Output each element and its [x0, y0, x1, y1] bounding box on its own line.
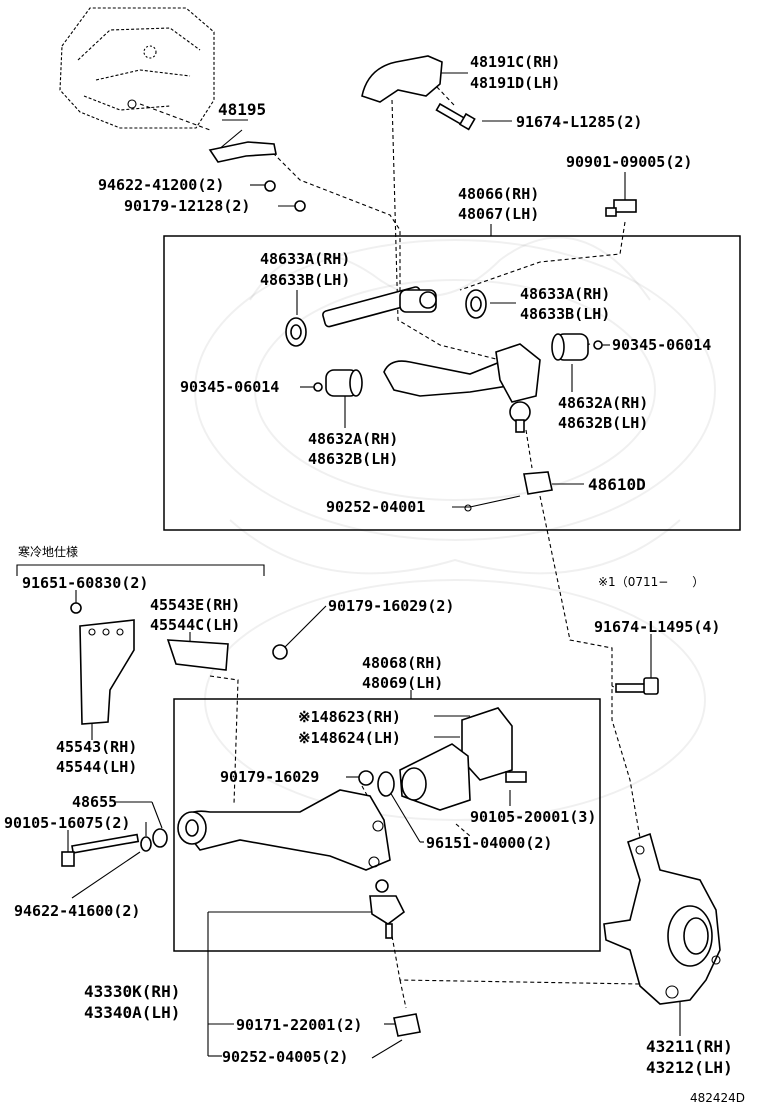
label-90179-16029-top: 90179-16029(2) [328, 597, 454, 615]
cotter-pin-90252-04005 [371, 1039, 403, 1059]
engine-block-drawing [59, 7, 215, 129]
label-43340a: 43340A(LH) [84, 1003, 180, 1022]
label-48632b-right: 48632B(LH) [558, 414, 648, 432]
label-90179-12128: 90179-12128(2) [124, 197, 250, 215]
label-94622-41200: 94622-41200(2) [98, 176, 224, 194]
label-90105-16075: 90105-16075(2) [4, 814, 130, 832]
plate-45543 [70, 602, 135, 725]
label-45544c: 45544C(LH) [150, 616, 240, 634]
label-90345-06014-left: 90345-06014 [180, 378, 279, 396]
nut-90179-16029-top [272, 644, 288, 660]
label-48191d: 48191D(LH) [470, 74, 560, 92]
label-90179-16029-mid: 90179-16029 [220, 768, 319, 786]
label-91674-l1495: 91674-L1495(4) [594, 618, 720, 636]
washer-94622-41200 [264, 180, 276, 192]
label-91651-60830: 91651-60830(2) [22, 574, 148, 592]
bracket-48191c [361, 55, 443, 103]
label-48068: 48068(RH) [362, 654, 443, 672]
label-48066: 48066(RH) [458, 185, 539, 203]
upper-arm-assembly-box [163, 235, 741, 531]
label-96151-04000: 96151-04000(2) [426, 834, 552, 852]
label-43330k: 43330K(RH) [84, 982, 180, 1001]
label-90171-22001: 90171-22001(2) [236, 1016, 362, 1034]
label-48067: 48067(LH) [458, 205, 539, 223]
label-48069: 48069(LH) [362, 674, 443, 692]
label-48633a-right: 48633A(RH) [520, 285, 610, 303]
label-90252-04001: 90252-04001 [326, 498, 425, 516]
label-94622-41600: 94622-41600(2) [14, 902, 140, 920]
label-45544: 45544(LH) [56, 758, 137, 776]
diagram-code: 482424D [690, 1091, 745, 1105]
label-43212: 43212(LH) [646, 1058, 733, 1077]
bolt-91674-l1495 [615, 677, 659, 695]
watermark-emblem [194, 236, 716, 821]
nut-90171-22001 [393, 1013, 421, 1037]
label-48610d: 48610D [588, 475, 646, 494]
nut-90179-12128 [294, 200, 306, 212]
label-45543e: 45543E(RH) [150, 596, 240, 614]
lower-control-arm-drawing [177, 707, 527, 939]
label-90345-06014-right: 90345-06014 [612, 336, 711, 354]
label-48633a-left: 48633A(RH) [260, 250, 350, 268]
label-48623: ※148623(RH) [298, 708, 401, 726]
cold-area-bracket [16, 564, 265, 576]
cold-area-spec-label: 寒冷地仕様 [18, 544, 78, 559]
label-48632a-right: 48632A(RH) [558, 394, 648, 412]
label-43211: 43211(RH) [646, 1037, 733, 1056]
label-90901-09005: 90901-09005(2) [566, 153, 692, 171]
cover-45543e [166, 639, 229, 671]
label-48195: 48195 [218, 100, 266, 119]
label-48632a-left: 48632A(RH) [308, 430, 398, 448]
label-90252-04005: 90252-04005(2) [222, 1048, 348, 1066]
leader-lines [67, 72, 681, 1057]
label-48624: ※148624(LH) [298, 729, 401, 747]
lower-arm-assembly-box [173, 698, 601, 952]
label-90105-20001: 90105-20001(3) [470, 808, 596, 826]
label-48633b-right: 48633B(LH) [520, 305, 610, 323]
label-91674-l1285: 91674-L1285(2) [516, 113, 642, 131]
bolt-90901-09005 [605, 199, 637, 217]
note-marker-label: ※1（0711− ） [598, 575, 704, 589]
bolt-91674-l1285 [435, 102, 476, 131]
label-48191c: 48191C(RH) [470, 53, 560, 71]
steering-knuckle-drawing [603, 832, 721, 1005]
label-48633b-left: 48633B(LH) [260, 271, 350, 289]
bracket-48195 [208, 141, 277, 163]
label-48655: 48655 [72, 793, 117, 811]
label-45543: 45543(RH) [56, 738, 137, 756]
bolt-90105-16075 [61, 828, 168, 867]
upper-control-arm-drawing [285, 286, 603, 512]
label-48632b-left: 48632B(LH) [308, 450, 398, 468]
